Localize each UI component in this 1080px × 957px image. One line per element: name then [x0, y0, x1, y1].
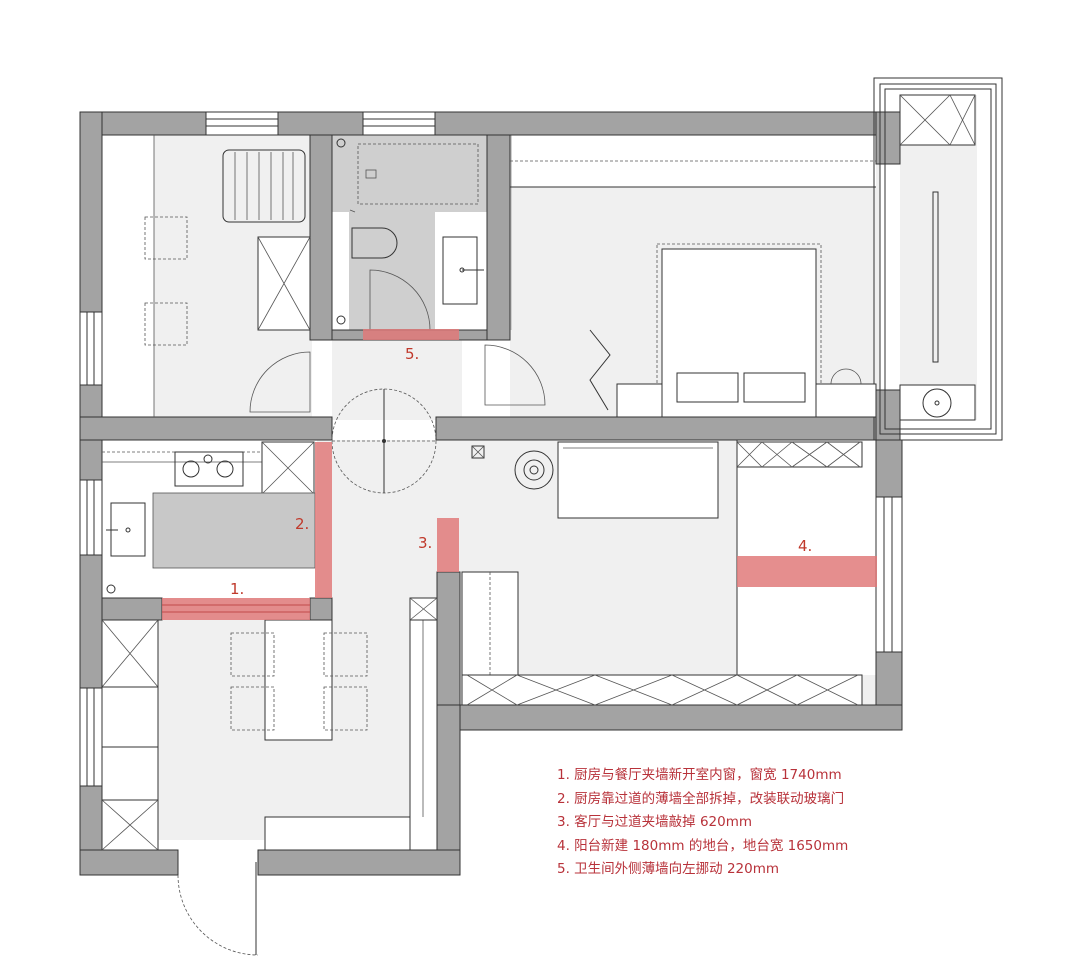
balcony-cabinet	[899, 94, 976, 146]
cabinet	[101, 619, 159, 688]
pillow	[676, 372, 739, 403]
note-1: 1. 厨房与餐厅夹墙新开室内窗，窗宽 1740mm	[557, 767, 842, 783]
dining	[101, 597, 438, 956]
highlight-3-removed-wall	[437, 518, 459, 572]
drying-rod	[932, 191, 939, 363]
marker-3: 3.	[418, 534, 433, 552]
window	[79, 687, 103, 787]
marker-1: 1.	[230, 580, 245, 598]
wall-cabinet	[409, 597, 438, 851]
note-4: 4. 阳台新建 180mm 的地台，地台宽 1650mm	[557, 837, 849, 854]
modification-highlights	[162, 329, 877, 620]
living-room	[409, 440, 863, 706]
side-table-lamp	[514, 450, 554, 490]
window	[79, 479, 103, 556]
bathtub	[357, 143, 479, 205]
chair	[323, 632, 368, 677]
drain-icon	[336, 315, 346, 325]
nightstand	[815, 383, 877, 418]
modification-notes: 1. 厨房与餐厅夹墙新开室内窗，窗宽 1740mm 2. 厨房靠过道的薄墙全部拆…	[557, 764, 848, 882]
note-3: 3. 客厅与过道夹墙敲掉 620mm	[557, 814, 753, 830]
highlight-2-glass-door	[315, 442, 332, 598]
hallway	[331, 388, 485, 494]
kitchen-island	[152, 492, 316, 569]
fridge	[261, 441, 315, 495]
bathroom	[332, 135, 512, 331]
highlight-5-moved-wall	[363, 329, 459, 340]
folding-screen	[589, 329, 611, 411]
toilet-icon	[351, 227, 398, 259]
pillow	[743, 372, 806, 403]
chair	[230, 632, 275, 677]
marker-4: 4.	[798, 537, 813, 555]
balcony-frame	[873, 77, 1003, 441]
dining-table	[264, 619, 333, 741]
bed	[661, 248, 817, 418]
marker-5: 5.	[405, 345, 420, 363]
window	[875, 496, 903, 653]
chair	[230, 686, 275, 731]
chair	[144, 216, 188, 260]
marker-2: 2.	[295, 515, 310, 533]
lamp-icon	[830, 368, 862, 385]
window	[362, 111, 436, 136]
stove-icon	[174, 451, 244, 487]
bathroom-door[interactable]	[369, 269, 431, 331]
note-5: 5. 卫生间外侧薄墙向左挪动 220mm	[557, 861, 780, 877]
study-room	[144, 135, 311, 417]
kitchen	[102, 441, 316, 594]
small-cabinet	[409, 597, 438, 621]
highlight-1-interior-window	[162, 598, 310, 620]
sofa-chair	[222, 149, 306, 223]
windows	[79, 77, 1003, 787]
note-2: 2. 厨房靠过道的薄墙全部拆掉，改装联动玻璃门	[557, 790, 845, 807]
floor-drain-icon	[471, 445, 485, 459]
storage-cabinets	[461, 441, 863, 706]
window	[205, 111, 279, 136]
washbasin-icon	[922, 388, 952, 418]
highlight-4-platform	[737, 556, 877, 587]
cabinet	[101, 799, 159, 851]
sofa	[557, 441, 719, 519]
bedroom-door[interactable]	[484, 344, 546, 406]
chair	[144, 302, 188, 346]
cabinet	[257, 236, 311, 331]
chair	[323, 686, 368, 731]
window	[79, 311, 103, 386]
shower-head-icon	[365, 169, 377, 179]
drain-icon	[336, 138, 346, 148]
nightstand	[616, 383, 663, 418]
study-door[interactable]	[249, 351, 311, 413]
master-bedroom	[484, 94, 976, 421]
